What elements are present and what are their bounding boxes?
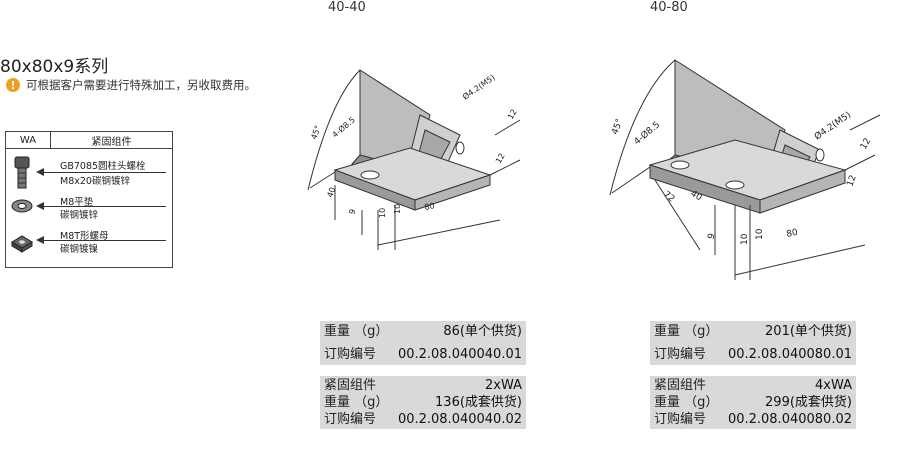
fastener-table-header: WA 紧固组件 (6, 132, 172, 149)
dim-12a-1: 12 (506, 108, 519, 121)
header-fastener-set: 紧固组件 (91, 136, 132, 148)
washer-line2: 碳钢镀锌 (60, 210, 99, 221)
fastener-item-washer: M8平垫 碳钢镀锌 (6, 194, 172, 224)
dim-10b-2: 10 (755, 228, 765, 240)
dim-80-1: 80 (424, 201, 436, 212)
header-wa: WA (6, 132, 51, 148)
dim-9-2: 9 (706, 232, 717, 241)
dim-80-2: 80 (786, 228, 800, 240)
dim-10b-1: 10 (393, 204, 402, 214)
fastener-item-t-nut: M8T形螺母 碳钢镀镍 (6, 228, 172, 262)
washer-icon (11, 199, 33, 213)
bolt-line1: GB7085圆柱头螺栓 (60, 161, 146, 172)
custom-note: ! 可根据客户需要进行特殊加工，另收取费用。 (6, 77, 256, 93)
column-title-40-80: 40-80 (650, 0, 688, 15)
warning-icon: ! (6, 78, 20, 92)
dim-40-1: 40 (325, 186, 337, 199)
washer-line1: M8平垫 (60, 197, 94, 208)
dim-angle-1: 45° (309, 124, 322, 140)
bolt-line2: M8x20碳钢镀锌 (60, 176, 130, 187)
dim-10a-2: 10 (740, 233, 750, 245)
drawing-40-40: 45° 4-Ø8.5 Ø4.2(M5) 12 12 40 9 10 10 80 (307, 69, 521, 250)
dim-9-1: 9 (347, 208, 357, 216)
dim-12b-2: 12 (845, 174, 858, 188)
custom-note-text: 可根据客户需要进行特殊加工，另收取费用。 (26, 78, 256, 92)
dim-12b-1: 12 (494, 152, 507, 165)
dim-dia-2: 4-Ø8.5 (632, 119, 662, 147)
fastener-table: WA 紧固组件 GB7085圆柱头螺栓 M8x20碳钢镀锌 M8平垫 碳钢镀锌 (5, 131, 173, 268)
spec-row: 重量 （g）299(成套供货) (654, 395, 852, 410)
fastener-item-bolt: GB7085圆柱头螺栓 M8x20碳钢镀锌 (6, 156, 172, 192)
drawing-40-80: 45° 4-Ø8.5 Ø4.2(M5) 12 12 72 40 9 10 10 … (609, 59, 881, 280)
dim-10a-1: 10 (378, 208, 387, 218)
t-nut-line2: 碳钢镀镍 (60, 244, 99, 255)
column-title-40-40: 40-40 (328, 0, 366, 15)
t-nut-icon (11, 235, 33, 253)
dim-hole-1: Ø4.2(M5) (460, 72, 496, 102)
series-title: 80x80x9系列 (0, 57, 109, 77)
t-nut-line1: M8T形螺母 (60, 231, 109, 242)
dim-dia-1: 4-Ø8.5 (330, 115, 357, 140)
dim-hole-2: Ø4.2(M5) (812, 109, 853, 142)
spec-row: 重量 （g）136(成套供货) (324, 395, 522, 410)
spec-row: 重量 （g）201(单个供货) (654, 324, 852, 339)
bolt-icon (14, 156, 30, 189)
dim-12a-2: 12 (859, 137, 873, 152)
dim-72-2: 72 (661, 190, 676, 205)
dim-angle-2: 45° (610, 118, 625, 136)
spec-row: 重量 （g）86(单个供货) (324, 324, 522, 339)
